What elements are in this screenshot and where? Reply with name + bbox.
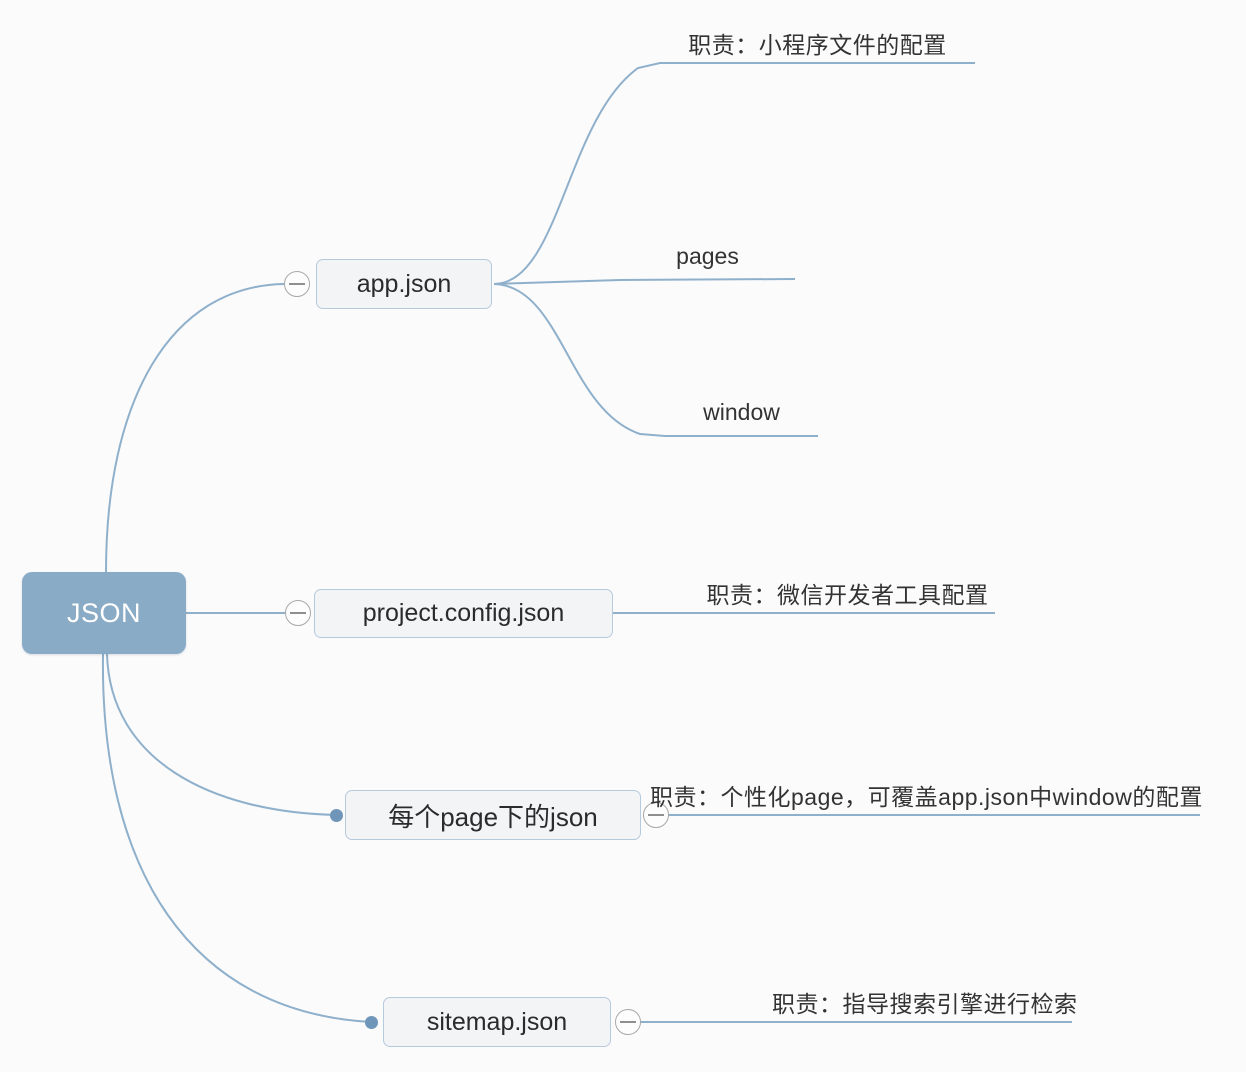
- edge-root-to-page-json: [106, 653, 337, 816]
- edge-root-to-app-json: [105, 283, 285, 573]
- connector-dot-page-json: [330, 809, 343, 822]
- leaf-page-json-duty-label: 职责：个性化page，可覆盖app.json中window的配置: [650, 784, 1203, 810]
- node-sitemap-json-label: sitemap.json: [426, 1007, 568, 1036]
- leaf-page-json-duty[interactable]: 职责：个性化page，可覆盖app.json中window的配置: [650, 778, 1203, 812]
- collapse-button-project-config-json[interactable]: [285, 600, 311, 626]
- leaf-project-config-duty-label: 职责：微信开发者工具配置: [706, 582, 989, 608]
- edge-root-to-sitemap-json: [101, 653, 372, 1023]
- node-sitemap-json[interactable]: sitemap.json: [383, 997, 611, 1047]
- connector-dot-sitemap-json: [365, 1016, 378, 1029]
- node-project-config-json[interactable]: project.config.json: [314, 589, 613, 638]
- node-app-json-label: app.json: [356, 269, 452, 298]
- collapse-button-app-json[interactable]: [284, 271, 310, 297]
- leaf-app-json-duty-label: 职责：小程序文件的配置: [688, 32, 947, 58]
- leaf-app-json-pages[interactable]: pages: [620, 243, 795, 270]
- leaf-app-json-window[interactable]: window: [665, 399, 818, 426]
- leaf-app-json-pages-label: pages: [676, 243, 739, 269]
- root-node-label: JSON: [66, 597, 141, 628]
- leaf-app-json-window-label: window: [703, 399, 780, 425]
- node-page-json[interactable]: 每个page下的json: [345, 790, 641, 840]
- leaf-sitemap-json-duty-label: 职责：指导搜索引擎进行检索: [772, 991, 1078, 1017]
- leaf-app-json-duty[interactable]: 职责：小程序文件的配置: [660, 26, 975, 60]
- node-page-json-label: 每个page下的json: [388, 801, 598, 832]
- root-node-json[interactable]: JSON: [22, 572, 186, 654]
- leaf-project-config-duty[interactable]: 职责：微信开发者工具配置: [700, 576, 995, 610]
- edge-app-json-to-pages: [493, 278, 796, 285]
- node-app-json[interactable]: app.json: [316, 259, 492, 309]
- node-project-config-json-label: project.config.json: [362, 599, 565, 627]
- leaf-sitemap-json-duty[interactable]: 职责：指导搜索引擎进行检索: [772, 985, 1077, 1019]
- collapse-button-sitemap-json[interactable]: [615, 1009, 641, 1035]
- collapse-button-page-json[interactable]: [643, 802, 669, 828]
